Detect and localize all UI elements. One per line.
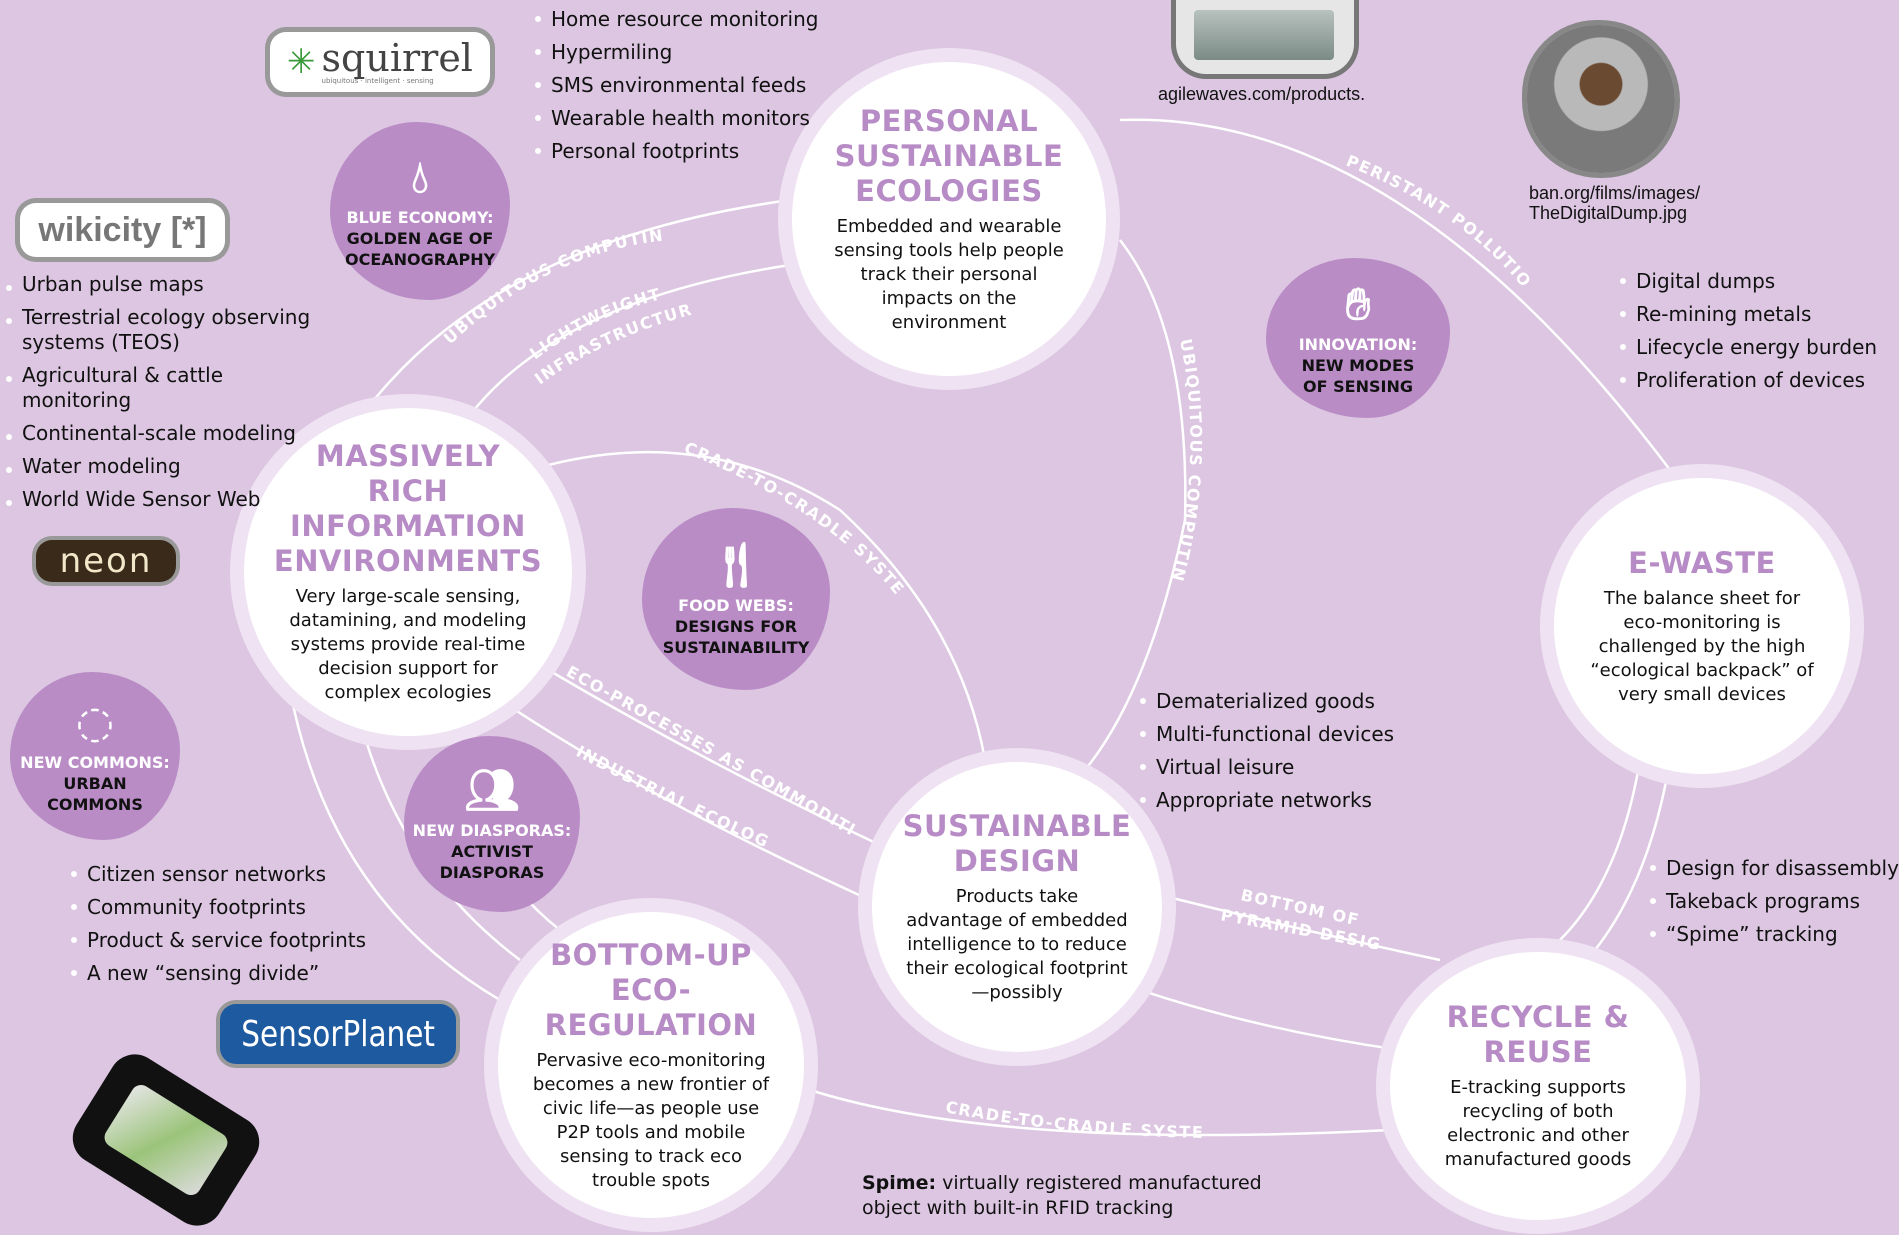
crowd-icon: 👥︎ — [464, 764, 520, 816]
blob-innovation: ✋︎ INNOVATION: NEW MODES OF SENSING — [1266, 258, 1450, 418]
list-item: World Wide Sensor Web — [6, 487, 316, 512]
squirrel-logo: ✳ squirrel ubiquitous · intelligent · se… — [270, 32, 490, 92]
list-item: Terrestrial ecology observing systems (T… — [6, 305, 316, 355]
list-recycle: Design for disassembly Takeback programs… — [1650, 852, 1899, 951]
node-e-waste: E-WASTE The balance sheet for eco-monito… — [1554, 478, 1850, 774]
list-item: Takeback programs — [1650, 885, 1899, 918]
ban-caption-line2: TheDigitalDump.jpg — [1529, 203, 1688, 223]
list-item: A new “sensing divide” — [71, 957, 366, 990]
list-item: Citizen sensor networks — [71, 858, 366, 891]
list-item: Agricultural & cattle monitoring — [6, 363, 316, 413]
node-bottom-up-eco-regulation: BOTTOM-UP ECO-REGULATION Pervasive eco-m… — [498, 912, 804, 1218]
list-sustainable-design: Dematerialized goods Multi-functional de… — [1140, 685, 1394, 817]
node-personal-sustainable-ecologies: PERSONAL SUSTAINABLE ECOLOGIES Embedded … — [792, 62, 1106, 376]
blob-new-diasporas: 👥︎ NEW DIASPORAS: ACTIVIST DIASPORAS — [404, 736, 580, 912]
spime-term: Spime: — [862, 1172, 937, 1194]
sparkle-icon: ✳ — [287, 42, 316, 82]
wikicity-logo: wikicity [*] — [20, 203, 225, 257]
list-item: Continental-scale modeling — [6, 421, 316, 446]
node-recycle-reuse: RECYCLE & REUSE E-tracking supports recy… — [1390, 952, 1686, 1220]
list-item: Multi-functional devices — [1140, 718, 1394, 751]
node-title: BOTTOM-UP ECO-REGULATION — [544, 937, 758, 1042]
agilewaves-caption: agilewaves.com/products. — [1158, 84, 1366, 104]
node-description: Pervasive eco-monitoring becomes a new f… — [532, 1049, 770, 1191]
list-item: Product & service footprints — [71, 924, 366, 957]
list-personal: Home resource monitoring Hypermiling SMS… — [535, 3, 818, 168]
dotted-circle-icon: ◌ — [75, 696, 115, 748]
blob-food-webs: 🍴︎ FOOD WEBS: DESIGNS FOR SUSTAINABILITY — [642, 508, 830, 690]
blob-new-commons: ◌ NEW COMMONS: URBAN COMMONS — [10, 672, 180, 840]
spime-note: Spime: virtually registered manufactured… — [862, 1171, 1282, 1221]
water-drop-icon: 💧︎ — [411, 151, 429, 203]
ban-caption-line1: ban.org/films/images/ — [1529, 183, 1701, 203]
neon-logo: neon — [36, 540, 176, 582]
list-item: Lifecycle energy burden — [1620, 331, 1877, 364]
list-item: SMS environmental feeds — [535, 69, 818, 102]
node-title: RECYCLE & REUSE — [1446, 1000, 1630, 1069]
house-sensor-photo — [1176, 0, 1354, 74]
list-item: Home resource monitoring — [535, 3, 818, 36]
list-item: Wearable health monitors — [535, 102, 818, 135]
list-item: Community footprints — [71, 891, 366, 924]
sensorplanet-logo: SensorPlanet — [220, 1004, 456, 1064]
list-item: Hypermiling — [535, 36, 818, 69]
node-description: Very large-scale sensing, datamining, an… — [289, 586, 527, 703]
fork-icon: 🍴︎ — [708, 539, 764, 591]
list-item: Re-mining metals — [1620, 298, 1877, 331]
node-title: MASSIVELY RICH INFORMATION ENVIRONMENTS — [273, 439, 543, 578]
node-description: Embedded and wearable sensing tools help… — [834, 215, 1064, 333]
node-title: SUSTAINABLE DESIGN — [902, 809, 1132, 878]
list-item: Digital dumps — [1620, 265, 1877, 298]
digital-dump-photo — [1527, 25, 1675, 173]
list-commons: Citizen sensor networks Community footpr… — [71, 858, 366, 990]
node-description: E-tracking supports recycling of both el… — [1444, 1077, 1632, 1170]
blob-blue-economy: 💧︎ BLUE ECONOMY: GOLDEN AGE OF OCEANOGRA… — [330, 122, 510, 300]
node-description: Products take advantage of embedded inte… — [906, 886, 1128, 1003]
list-item: Personal footprints — [535, 135, 818, 168]
list-item: Water modeling — [6, 454, 316, 479]
node-massively-rich-information: MASSIVELY RICH INFORMATION ENVIRONMENTS … — [244, 408, 572, 736]
hand-icon: ✋︎ — [1345, 278, 1371, 330]
list-item: Proliferation of devices — [1620, 364, 1877, 397]
node-title: PERSONAL SUSTAINABLE ECOLOGIES — [834, 103, 1064, 208]
list-item: “Spime” tracking — [1650, 918, 1899, 951]
list-item: Dematerialized goods — [1140, 685, 1394, 718]
list-item: Virtual leisure — [1140, 751, 1394, 784]
node-description: The balance sheet for eco-monitoring is … — [1590, 587, 1814, 705]
list-item: Appropriate networks — [1140, 784, 1394, 817]
list-massive: Urban pulse maps Terrestrial ecology obs… — [6, 272, 316, 520]
list-e-waste: Digital dumps Re-mining metals Lifecycle… — [1620, 265, 1877, 397]
list-item: Design for disassembly — [1650, 852, 1899, 885]
node-title: E-WASTE — [1628, 545, 1776, 580]
node-sustainable-design: SUSTAINABLE DESIGN Products take advanta… — [872, 762, 1162, 1052]
list-item: Urban pulse maps — [6, 272, 316, 297]
spime-definition: virtually registered manufactured object… — [862, 1172, 1262, 1219]
